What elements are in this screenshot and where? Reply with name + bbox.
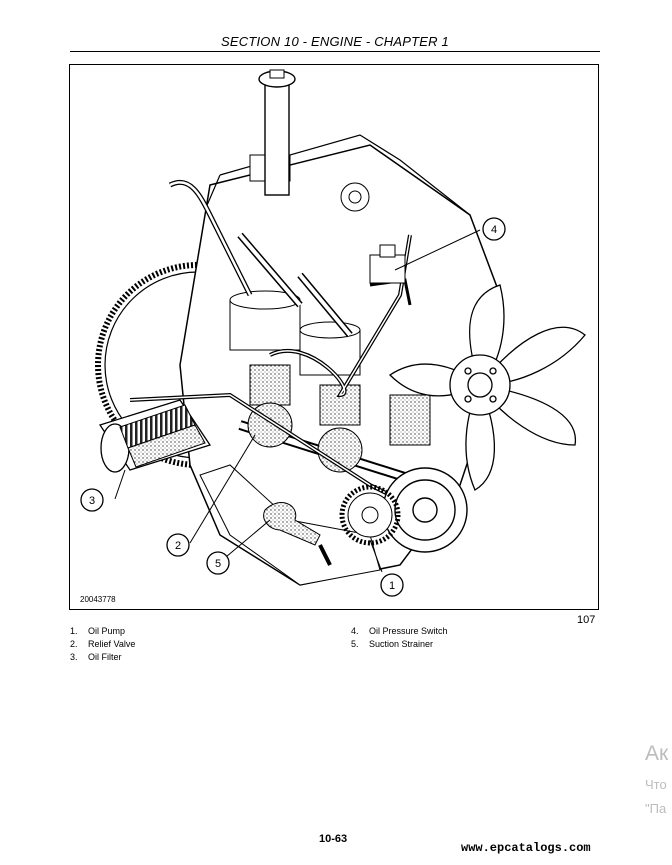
oil-pump — [339, 484, 401, 546]
legend-label: Suction Strainer — [369, 639, 434, 649]
header-rule — [70, 51, 600, 52]
legend-label: Relief Valve — [88, 639, 136, 649]
legend-left: 1. Oil Pump 2. Relief Valve 3. Oil Filter — [70, 625, 135, 664]
callout-1-label: 1 — [389, 580, 395, 592]
callout-3-label: 3 — [89, 495, 95, 507]
callout-5-label: 5 — [215, 558, 221, 570]
legend-item-oil-pump: 1. Oil Pump — [70, 625, 135, 638]
oil-filter — [98, 399, 212, 473]
page-number: 10-63 — [319, 833, 348, 845]
legend-num: 5. — [351, 639, 359, 649]
engine-drawing: 1 2 3 4 5 — [80, 69, 586, 597]
legend-item-suction-strainer: 5. Suction Strainer — [351, 638, 448, 651]
legend-num: 2. — [70, 639, 78, 649]
site-url: www.epcatalogs.com — [461, 841, 591, 855]
injectors — [168, 179, 353, 338]
callout-1: 1 — [380, 573, 404, 597]
pistons — [229, 290, 431, 446]
legend-num: 1. — [70, 626, 78, 636]
legend-num: 4. — [351, 626, 359, 636]
legend-item-oil-pressure-switch: 4. Oil Pressure Switch — [351, 625, 448, 638]
crankshaft-pulley — [382, 467, 468, 553]
oil-filler-tube — [258, 69, 296, 196]
legend-num: 3. — [70, 652, 78, 662]
callout-leaders — [114, 229, 481, 573]
legend-item-relief-valve: 2. Relief Valve — [70, 638, 135, 651]
callout-2: 2 — [166, 533, 190, 557]
legend-label: Oil Pressure Switch — [369, 626, 448, 636]
figure-number: 107 — [577, 614, 596, 626]
activation-watermark-line3: "Па — [645, 801, 667, 816]
activation-watermark-line2: Что — [645, 777, 667, 792]
legend-right: 4. Oil Pressure Switch 5. Suction Strainer — [351, 625, 448, 651]
suction-strainer — [263, 502, 332, 566]
legend-label: Oil Pump — [88, 626, 126, 636]
legend-label: Oil Filter — [88, 652, 122, 662]
legend-item-oil-filter: 3. Oil Filter — [70, 651, 135, 664]
callout-4-label: 4 — [491, 224, 497, 236]
oil-pressure-switch — [369, 244, 406, 284]
callout-3: 3 — [80, 488, 104, 512]
callout-2-label: 2 — [175, 540, 181, 552]
callouts: 1 2 3 4 5 — [80, 217, 506, 597]
cooling-fan — [388, 284, 586, 491]
callout-5: 5 — [206, 551, 230, 575]
figure-id: 20043778 — [80, 595, 116, 604]
section-header: SECTION 10 - ENGINE - CHAPTER 1 — [221, 34, 449, 49]
activation-watermark-line1: Ак — [645, 742, 669, 765]
engine-lubrication-figure: 1 2 3 4 5 20043778 — [69, 64, 599, 610]
callout-4: 4 — [482, 217, 506, 241]
